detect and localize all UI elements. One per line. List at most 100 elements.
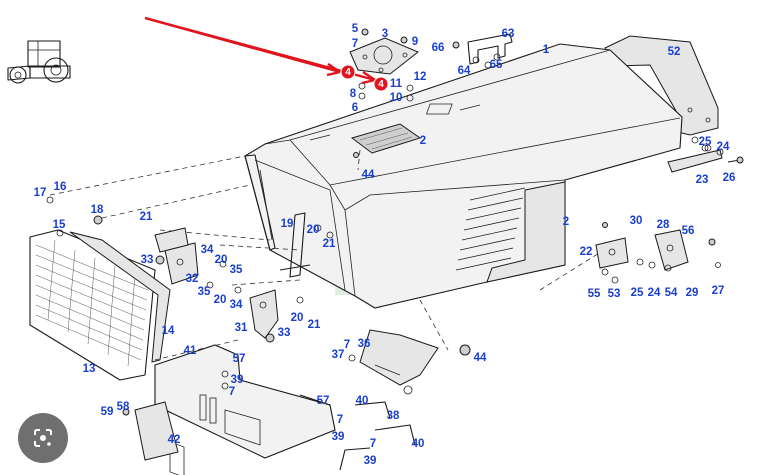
- callout-c42: 42: [168, 434, 181, 446]
- callout-c25a: 25: [699, 136, 712, 148]
- callout-c2a: 2: [420, 135, 426, 147]
- callout-c29: 29: [686, 287, 699, 299]
- callout-c15: 15: [53, 219, 66, 231]
- callout-c13: 13: [83, 363, 96, 375]
- callout-c56: 56: [682, 225, 695, 237]
- callout-c40b: 40: [412, 438, 425, 450]
- callout-c19: 19: [281, 218, 294, 230]
- callout-c31: 31: [235, 322, 248, 334]
- callout-c14: 14: [162, 325, 175, 337]
- svg-text:4: 4: [378, 79, 384, 90]
- callout-c6: 6: [352, 102, 358, 114]
- callout-c7a: 7: [352, 38, 358, 50]
- assembly-lines: [49, 149, 621, 361]
- handle-63: [467, 33, 513, 65]
- callout-c39b: 39: [332, 431, 345, 443]
- callout-c3: 3: [382, 28, 388, 40]
- callout-c24b: 24: [648, 287, 661, 299]
- callout-c23: 23: [696, 174, 709, 186]
- callout-c21b: 21: [323, 238, 336, 250]
- tractor-icon: [7, 40, 71, 84]
- lens-icon: [34, 429, 52, 447]
- callout-c39a: 39: [231, 374, 244, 386]
- svg-text:4: 4: [345, 67, 351, 78]
- badge-b4a: 4: [340, 64, 356, 80]
- callout-c7b: 7: [229, 386, 235, 398]
- callout-c34b: 34: [230, 299, 243, 311]
- callout-c65: 65: [490, 59, 503, 71]
- callout-c7e: 7: [370, 438, 376, 450]
- lower-frame-41: [154, 344, 336, 475]
- callout-c55: 55: [588, 288, 601, 300]
- callout-c57a: 57: [233, 353, 246, 365]
- callout-c20a: 20: [307, 224, 320, 236]
- plate-42: [134, 401, 179, 461]
- callout-c63: 63: [502, 28, 515, 40]
- callout-c66: 66: [432, 42, 445, 54]
- front-grille-13: [29, 229, 156, 381]
- callout-c21a: 21: [140, 211, 153, 223]
- clamps-40: [339, 401, 416, 471]
- rear-panel-52: [604, 35, 719, 136]
- callout-c34: 34: [201, 244, 214, 256]
- callout-c21c: 21: [308, 319, 321, 331]
- callout-c58: 58: [117, 401, 130, 413]
- callout-c33a: 33: [141, 254, 154, 266]
- callout-c44b: 44: [474, 352, 487, 364]
- callout-c5: 5: [352, 23, 359, 35]
- callout-c8: 8: [350, 88, 357, 100]
- callout-c24a: 24: [717, 141, 730, 153]
- visual-search-button[interactable]: [18, 413, 68, 463]
- bracket-36: [359, 329, 439, 386]
- bracket-19: [279, 212, 311, 278]
- top-plate-3: [349, 37, 419, 75]
- callout-c9: 9: [412, 36, 418, 48]
- callout-c1: 1: [543, 44, 550, 56]
- callout-c32: 32: [186, 273, 199, 285]
- callout-c25b: 25: [631, 287, 644, 299]
- callout-c11: 11: [390, 78, 403, 90]
- callout-c12: 12: [414, 71, 427, 83]
- callout-c17: 17: [34, 187, 47, 199]
- hinge-28: [654, 229, 689, 271]
- callout-c20b: 20: [215, 254, 228, 266]
- callout-c36: 36: [358, 338, 371, 350]
- callout-c37: 37: [332, 349, 345, 361]
- bracket-21: [154, 227, 189, 253]
- callout-c26: 26: [723, 172, 736, 184]
- callout-c20d: 20: [291, 312, 304, 324]
- callout-c7c: 7: [344, 339, 350, 351]
- callout-c35b: 35: [198, 286, 211, 298]
- highlight-badges: 44: [340, 64, 389, 92]
- callout-c28: 28: [657, 219, 670, 231]
- callout-c52: 52: [668, 46, 681, 58]
- callout-c27: 27: [712, 285, 725, 297]
- front-mesh-14: [69, 231, 171, 363]
- callout-c16: 16: [54, 181, 67, 193]
- callout-c35a: 35: [230, 264, 243, 276]
- callout-c57b: 57: [317, 395, 330, 407]
- badge-b4b: 4: [373, 76, 389, 92]
- bonnet-main: [244, 43, 683, 309]
- callout-c18: 18: [91, 204, 104, 216]
- bracket-31: [249, 289, 279, 339]
- callout-c38: 38: [387, 410, 400, 422]
- hinge-22: [595, 237, 629, 269]
- callout-c2b: 2: [563, 216, 569, 228]
- callout-c39c: 39: [364, 455, 377, 467]
- callout-c54: 54: [665, 287, 678, 299]
- callout-c53: 53: [608, 288, 621, 300]
- callout-c44a: 44: [362, 169, 375, 181]
- callout-c59: 59: [101, 406, 114, 418]
- red-arrows: [144, 16, 376, 85]
- callout-c33b: 33: [278, 327, 291, 339]
- hardware: [46, 28, 744, 416]
- callout-c22: 22: [580, 246, 593, 258]
- callout-c64: 64: [458, 65, 471, 77]
- callout-c30: 30: [630, 215, 643, 227]
- callout-c41: 41: [184, 345, 197, 357]
- callout-c10: 10: [390, 92, 403, 104]
- callout-c20c: 20: [214, 294, 227, 306]
